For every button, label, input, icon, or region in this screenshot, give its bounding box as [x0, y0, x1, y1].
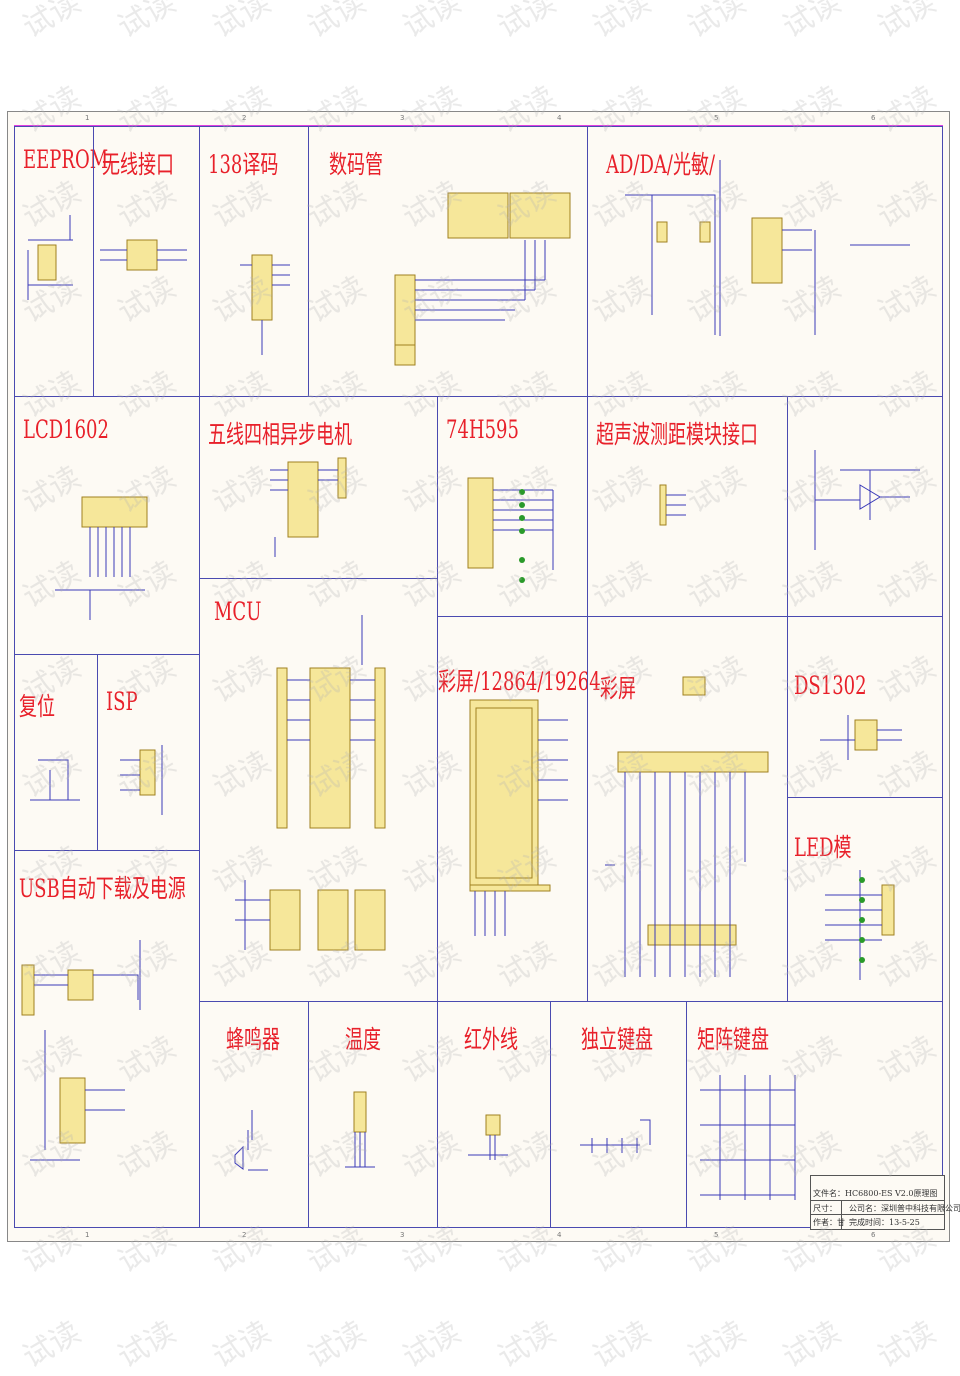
- section-stepper: 五线四相异步电机: [199, 396, 438, 579]
- section-decoder138: 138译码: [199, 126, 309, 397]
- column-number: 2: [242, 114, 247, 122]
- section-seg: 数码管: [308, 126, 588, 397]
- section-ultrasonic: 超声波测距模块接口: [587, 396, 788, 617]
- column-number: 3: [400, 1231, 405, 1239]
- section-title: 彩屏/12864/19264: [438, 667, 601, 696]
- column-number: 1: [85, 1231, 90, 1239]
- section-ir: 红外线: [437, 1001, 551, 1228]
- date: 完成时间：13-5-25: [849, 1218, 920, 1227]
- section-title: 温度: [345, 1025, 382, 1054]
- column-number: 1: [85, 114, 90, 122]
- section-title: 蜂鸣器: [226, 1025, 281, 1054]
- section-ledmatrix: LED模: [787, 797, 943, 1002]
- section-isp: ISP: [97, 654, 200, 851]
- section-title: AD/DA/光敏/: [606, 150, 716, 179]
- section-opamp: [787, 396, 943, 617]
- section-eeprom: EEPROM: [14, 126, 108, 397]
- section-wireless: 无线接口: [93, 126, 200, 397]
- section-hc595: 74H595: [437, 396, 588, 617]
- section-title: 超声波测距模块接口: [596, 420, 759, 449]
- section-mcu: MCU: [199, 578, 438, 1002]
- column-number: 6: [871, 1231, 876, 1239]
- section-buzzer: 蜂鸣器: [199, 1001, 309, 1228]
- section-title: 数码管: [329, 150, 384, 179]
- section-lcd12864: 彩屏/12864/19264: [437, 616, 601, 1002]
- section-title: 74H595: [446, 415, 519, 444]
- section-temp: 温度: [308, 1001, 438, 1228]
- section-title: USB自动下载及电源: [19, 874, 186, 903]
- column-number: 6: [871, 114, 876, 122]
- size: 尺寸：: [813, 1204, 837, 1213]
- section-title: DS1302: [794, 671, 867, 700]
- section-adda: AD/DA/光敏/: [587, 126, 943, 397]
- title-block: 文件名：HC6800-ES V2.0原理图 尺寸： 公司名：深圳普中科技有限公司…: [810, 1175, 960, 1230]
- section-usb: USB自动下载及电源: [14, 850, 200, 1228]
- section-title: 矩阵键盘: [697, 1025, 770, 1054]
- column-number: 4: [557, 114, 562, 122]
- author: 作者：甘: [813, 1218, 845, 1227]
- section-lcd1602: LCD1602: [14, 396, 200, 655]
- column-number: 2: [242, 1231, 247, 1239]
- file-name: 文件名：HC6800-ES V2.0原理图: [813, 1189, 938, 1198]
- section-title: 无线接口: [102, 150, 175, 179]
- section-title: 彩屏: [600, 674, 637, 703]
- section-title: 复位: [19, 692, 56, 721]
- section-title: 红外线: [464, 1025, 519, 1054]
- column-number: 5: [714, 114, 719, 122]
- section-title: LCD1602: [23, 415, 109, 444]
- section-title: 138译码: [208, 150, 279, 179]
- section-keys: 独立键盘: [550, 1001, 687, 1228]
- section-reset: 复位: [14, 654, 98, 851]
- column-number: 3: [400, 114, 405, 122]
- section-ds1302: DS1302: [787, 616, 943, 798]
- section-title: ISP: [106, 687, 138, 716]
- section-title: LED模: [794, 833, 852, 862]
- column-number: 4: [557, 1231, 562, 1239]
- section-title: 独立键盘: [581, 1025, 654, 1054]
- section-title: MCU: [214, 597, 262, 626]
- company: 公司名：深圳普中科技有限公司: [849, 1204, 960, 1213]
- column-number: 5: [714, 1231, 719, 1239]
- section-title: 五线四相异步电机: [208, 420, 353, 449]
- section-tft: 彩屏: [587, 616, 788, 1002]
